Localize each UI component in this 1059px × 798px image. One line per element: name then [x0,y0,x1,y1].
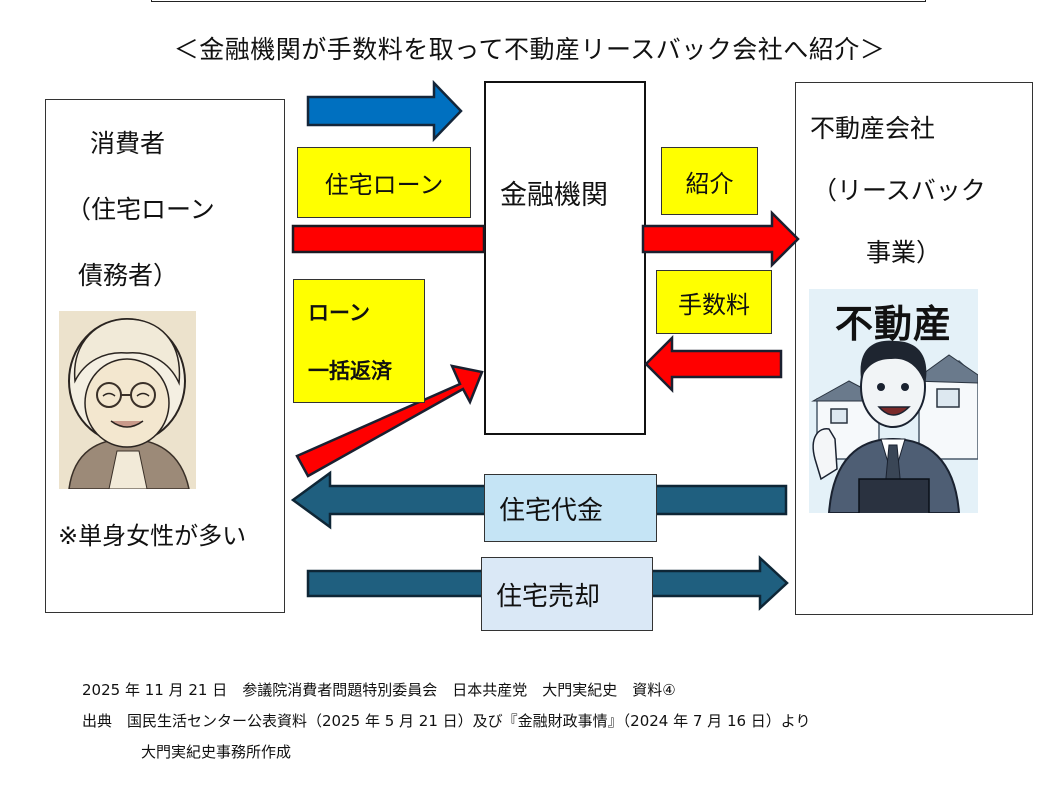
bank-box: 金融機関 [484,81,646,435]
realestate-line3: 事業） [866,238,942,267]
red-arrow-fee [644,334,783,394]
elderly-woman-illustration [59,311,196,489]
loan-repayment-line1: ローン [308,301,370,325]
salesman-icon [809,289,978,513]
salesman-with-houses-illustration: 不動産 [809,289,978,513]
elderly-woman-icon [59,311,196,489]
house-sale-label: 住宅売却 [481,557,653,631]
diagram-title: ＜金融機関が手数料を取って不動産リースバック会社へ紹介＞ [173,35,886,64]
realestate-line1: 不動産会社 [810,114,936,143]
blue-arrow-right [306,79,463,143]
loan-repayment-line2: 一括返済 [308,359,392,383]
footer-line1: 2025 年 11 月 21 日 参議院消費者問題特別委員会 日本共産党 大門実… [82,681,676,699]
housing-loan-label: 住宅ローン [297,147,471,218]
footer-line3: 大門実紀史事務所作成 [141,743,292,761]
realestate-illustration-text: 不動産 [834,302,952,346]
red-arrow-housing-loan [291,224,486,254]
referral-label: 紹介 [661,147,758,215]
consumer-line3: 債務者） [78,261,179,290]
loan-repayment-label: ローン 一括返済 [293,279,425,403]
bank-label: 金融機関 [500,180,608,211]
red-arrow-lump-sum [295,364,484,478]
realestate-line2: （リースバック [812,176,986,205]
consumer-line2: （住宅ローン [66,195,215,224]
footer-line2: 出典 国民生活センター公表資料（2025 年 5 月 21 日）及び『金融財政事… [82,712,811,730]
consumer-note: ※単身女性が多い [58,522,247,550]
consumer-line1: 消費者 [90,129,166,158]
fee-label: 手数料 [656,270,772,334]
top-frame-border [151,0,926,2]
consumer-box: 消費者 （住宅ローン 債務者） ※単身女性が多い [45,99,285,613]
red-arrow-referral [641,209,800,269]
realestate-box: 不動産会社 （リースバック 事業） 不動産 [795,82,1033,615]
house-payment-label: 住宅代金 [484,474,657,542]
